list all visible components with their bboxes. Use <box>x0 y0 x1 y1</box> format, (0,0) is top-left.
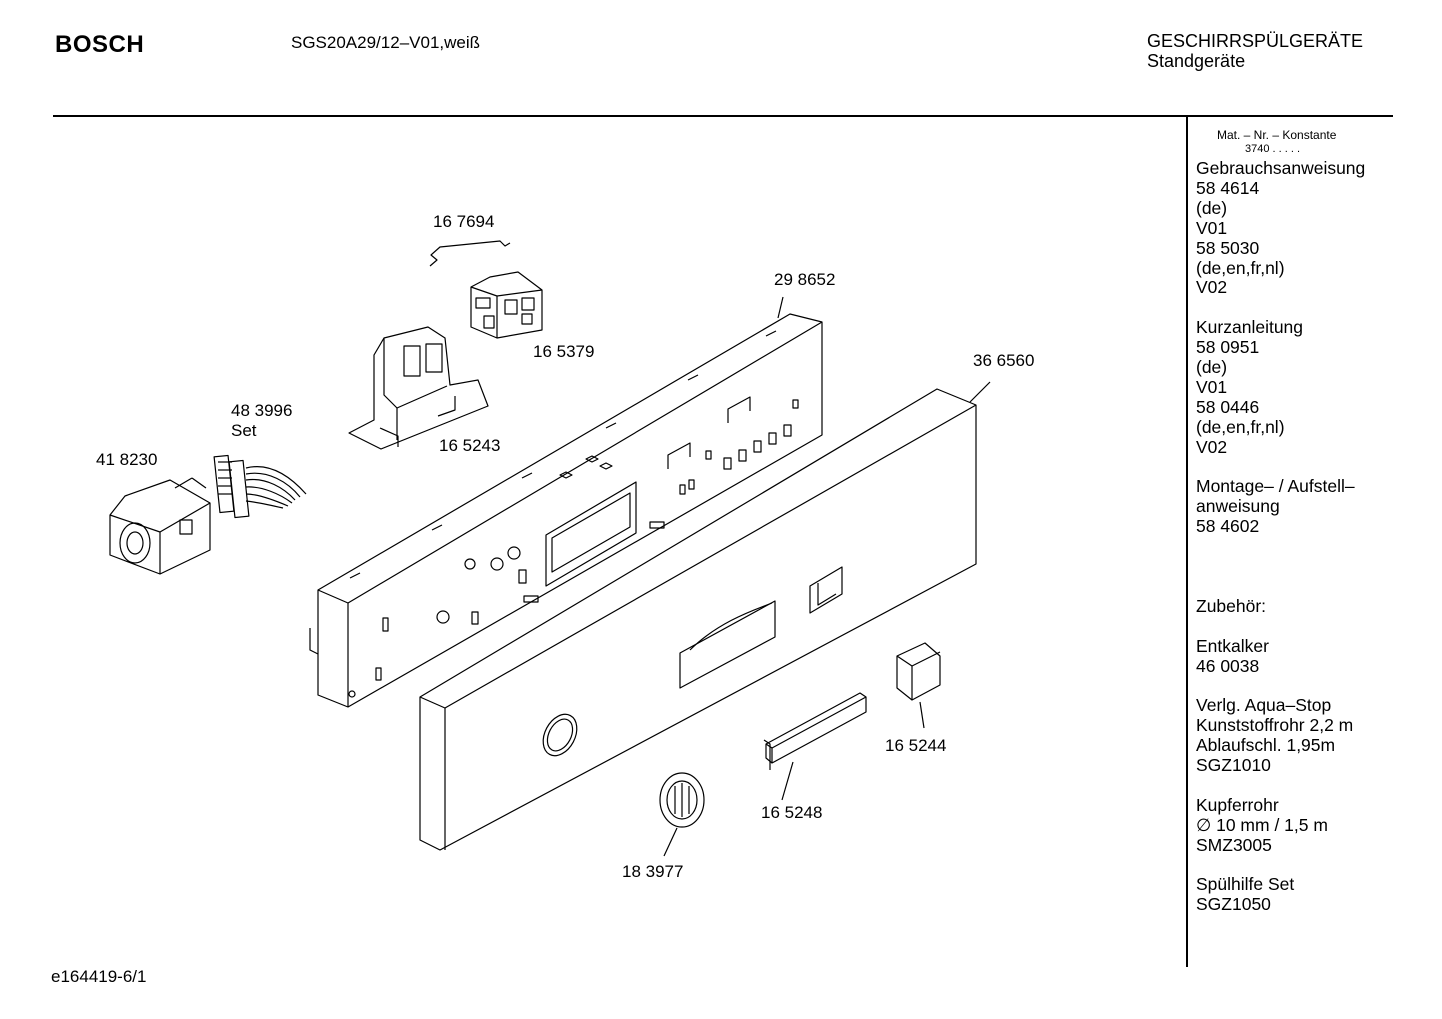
section-heading: Kurzanleitung <box>1196 317 1304 338</box>
section-line: 58 4614 <box>1196 177 1260 198</box>
sidebar-divider <box>1186 117 1188 967</box>
section-line: SGZ1010 <box>1196 755 1271 776</box>
section-line: 58 0446 <box>1196 396 1260 417</box>
section-heading: Spülhilfe Set <box>1196 874 1295 895</box>
page-id: e164419-6/1 <box>51 967 147 986</box>
section-line: 58 4602 <box>1196 516 1260 537</box>
section-line: Ablaufschl. 1,95m <box>1196 735 1336 756</box>
section-line: 58 0951 <box>1196 337 1260 358</box>
section-line: V02 <box>1196 436 1228 457</box>
section-line: anweisung <box>1196 496 1280 517</box>
part-label-push-button: 16 5244 <box>885 736 947 755</box>
section-line <box>1196 537 1386 557</box>
section-heading: Verlg. Aqua–Stop <box>1196 695 1332 716</box>
section-line: (de,en,fr,nl) <box>1196 416 1285 437</box>
section-line: 58 5030 <box>1196 237 1260 258</box>
documentation-sidebar: Mat. – Nr. – Konstante 3740 . . . . . Ge… <box>1196 128 1386 915</box>
button-strip-part <box>763 692 867 770</box>
section-line: (de) <box>1196 197 1228 218</box>
section-heading: Entkalker <box>1196 635 1269 656</box>
category-subtitle: Standgeräte <box>1147 51 1246 71</box>
part-label-control-panel-carrier: 29 8652 <box>774 270 836 289</box>
model-number: SGS20A29/12–V01,weiß <box>291 33 481 52</box>
part-label-control-knob: 18 3977 <box>622 862 684 881</box>
section-line: (de,en,fr,nl) <box>1196 257 1285 278</box>
switch-block-part <box>470 271 543 339</box>
header-divider <box>53 115 1393 117</box>
section-line: V01 <box>1196 217 1228 238</box>
spring-clip-part <box>429 240 511 267</box>
exploded-view-diagram <box>109 240 991 857</box>
switch-holder-part <box>348 326 489 450</box>
sidebar-section: Zubehör: <box>1196 595 1386 617</box>
part-label-cable-harness-set: Set <box>231 421 257 440</box>
section-line: SGZ1050 <box>1196 894 1271 915</box>
section-line: V01 <box>1196 376 1228 397</box>
brand-logo: BOSCH <box>55 31 145 58</box>
section-line: Kunststoffrohr 2,2 m <box>1196 715 1354 736</box>
push-button-part <box>896 642 941 701</box>
control-knob-part <box>659 772 705 828</box>
section-heading: Zubehör: <box>1196 595 1267 616</box>
section-line: SMZ3005 <box>1196 834 1272 855</box>
section-heading: Montage– / Aufstell– <box>1196 476 1355 497</box>
section-line <box>1196 557 1386 577</box>
part-label-spring-clip: 16 7694 <box>433 212 495 231</box>
part-label-button-strip: 16 5248 <box>761 803 823 822</box>
section-line: ∅ 10 mm / 1,5 m <box>1196 814 1328 835</box>
section-line: (de) <box>1196 357 1228 378</box>
part-label-switch-holder: 16 5243 <box>439 436 501 455</box>
cable-harness-part <box>213 454 307 519</box>
part-label-cable-harness: 48 3996 <box>231 401 293 420</box>
category-title: GESCHIRRSPÜLGERÄTE <box>1147 31 1364 51</box>
part-label-front-fascia: 36 6560 <box>973 351 1035 370</box>
control-panel-carrier-part <box>309 313 823 708</box>
leader-lines <box>663 296 991 857</box>
part-label-programmer-timer: 41 8230 <box>96 450 158 469</box>
section-line: 46 0038 <box>1196 655 1260 676</box>
mat-number-label: Mat. – Nr. – Konstante <box>1217 128 1337 142</box>
part-label-switch-block: 16 5379 <box>533 342 595 361</box>
mat-number-value: 3740 . . . . . <box>1245 143 1301 155</box>
programmer-timer-part <box>109 477 211 575</box>
section-line: V02 <box>1196 277 1228 298</box>
section-heading: Kupferrohr <box>1196 794 1279 815</box>
front-fascia-part <box>419 388 977 851</box>
section-heading: Gebrauchsanweisung <box>1196 158 1366 178</box>
